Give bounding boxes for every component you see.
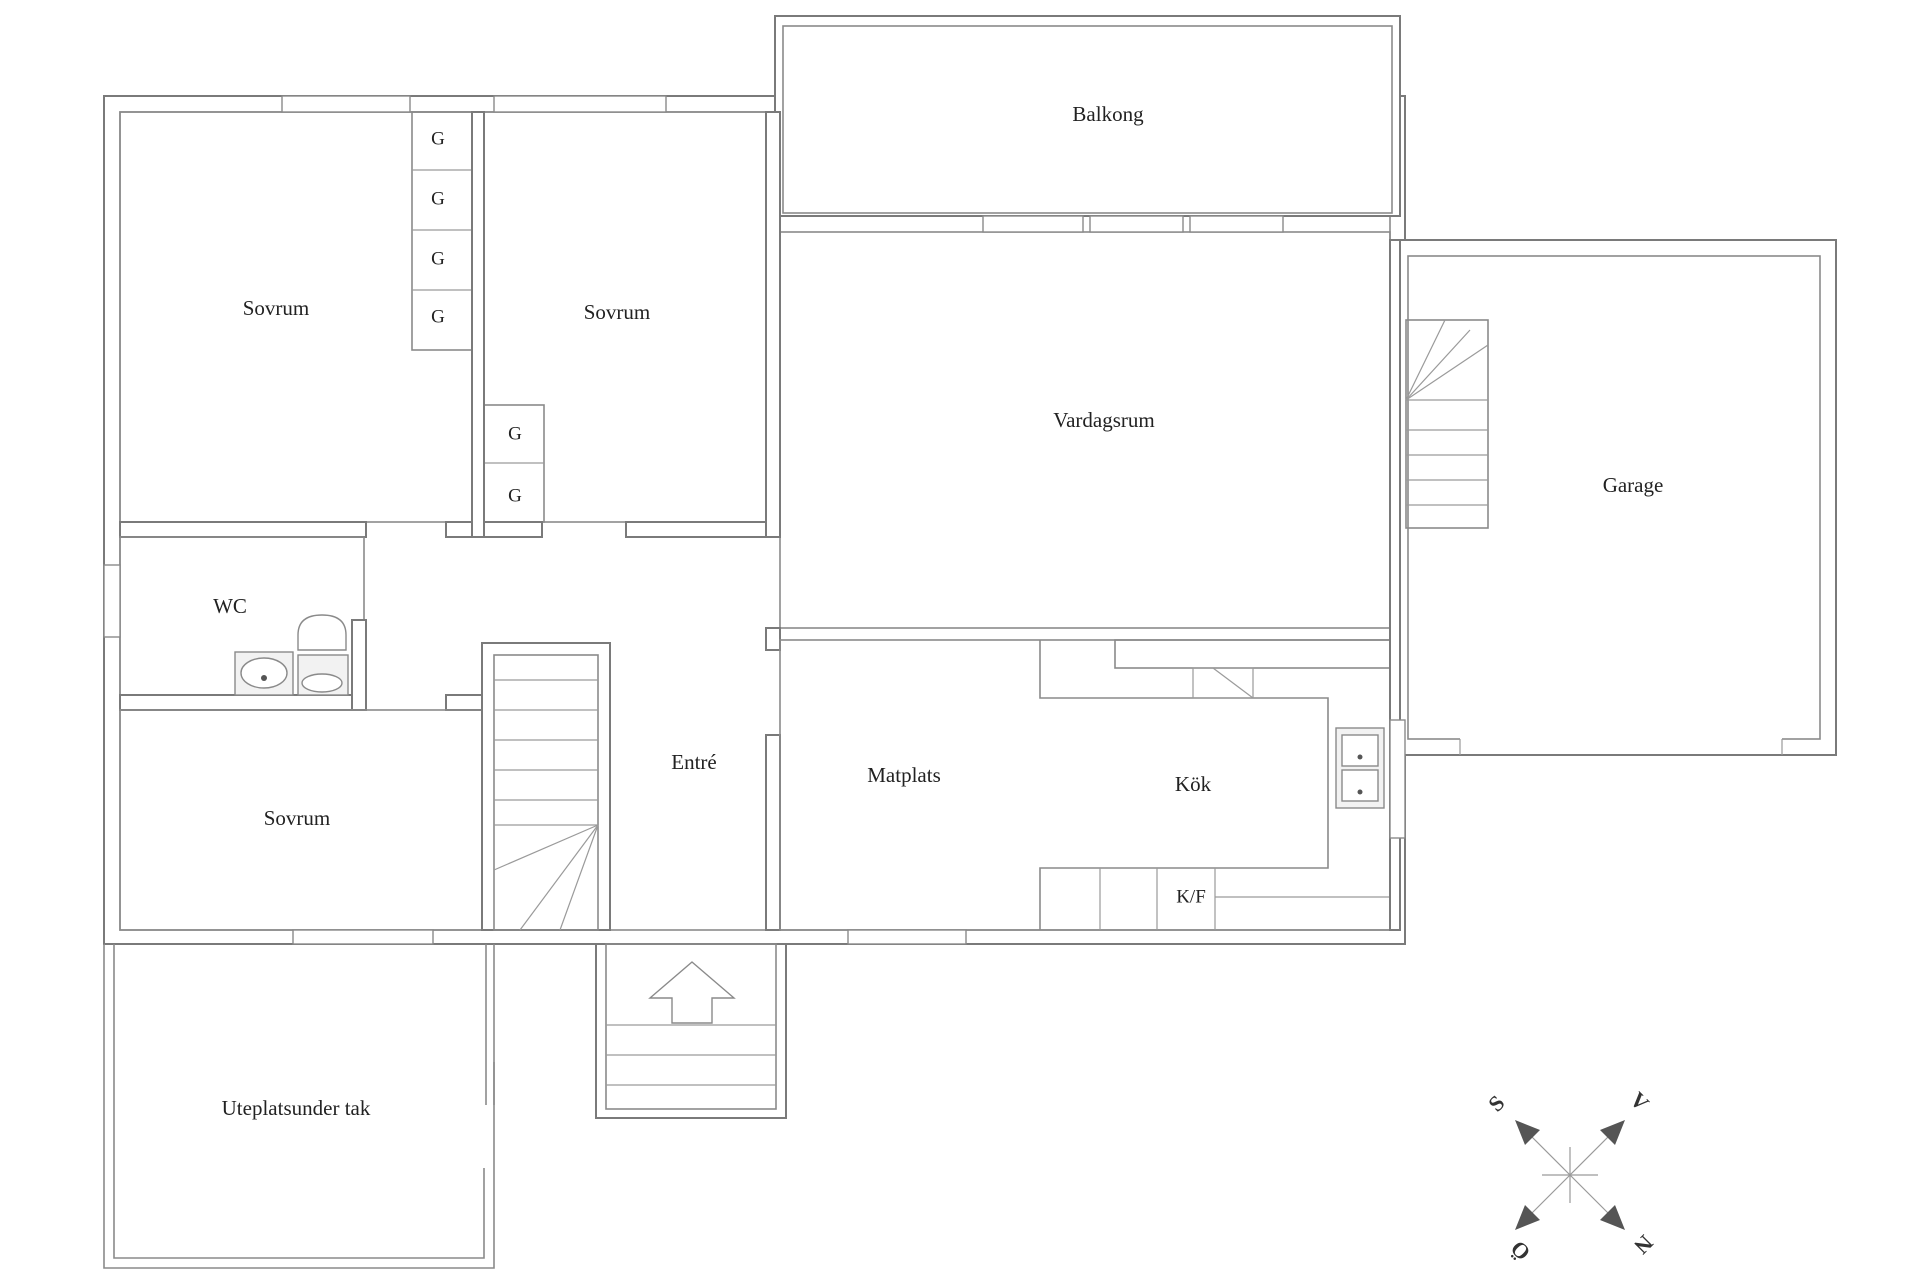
fridge-freezer-label: K/F [1176,886,1206,907]
stairs-garage [1405,319,1489,529]
room-label-wc: WC [213,594,247,618]
room-label-sovrum-2: Sovrum [584,300,651,324]
compass-arrow-icon [1600,1120,1625,1145]
compass-arrow-icon [1600,1205,1625,1230]
room-label-kok: Kök [1175,772,1212,796]
compass-label-n: N [1629,1230,1658,1259]
room-labels: Balkong Sovrum Sovrum Vardagsrum Garage … [213,102,1663,1120]
wardrobe-label: G [431,248,445,269]
compass-label-o: Ö [1505,1236,1535,1266]
compass-label-s: S [1483,1090,1509,1116]
entrance-arrow-icon [648,961,736,1024]
room-label-garage: Garage [1603,473,1664,497]
compass-arrow-icon [1515,1120,1540,1145]
room-label-balkong: Balkong [1072,102,1144,126]
room-label-entre: Entré [671,750,716,774]
compass-label-v: V [1625,1087,1654,1116]
room-label-uteplats: Uteplatsunder tak [222,1096,371,1120]
wardrobes: G G G G G G [431,128,522,506]
wardrobe-label: G [508,423,522,444]
room-label-matplats: Matplats [867,763,941,787]
kitchen-sink-icon [1335,727,1385,809]
compass: S V Ö N [1483,1087,1658,1266]
wardrobe-label: G [508,485,522,506]
interior-walls [119,111,1401,931]
stairs-interior [493,679,599,931]
wardrobe-label: G [431,306,445,327]
toilet-icon [297,614,347,651]
sink-icon [240,657,288,689]
room-label-vardagsrum: Vardagsrum [1053,408,1154,432]
wardrobe-label: G [431,188,445,209]
wc-fixtures [234,614,349,696]
room-label-sovrum-3: Sovrum [264,806,331,830]
windows [103,95,1406,945]
compass-arrow-icon [1515,1205,1540,1230]
stairs-entrance [606,1024,776,1086]
room-label-sovrum-1: Sovrum [243,296,310,320]
wardrobe-label: G [431,128,445,149]
outer-walls [103,15,1837,1269]
